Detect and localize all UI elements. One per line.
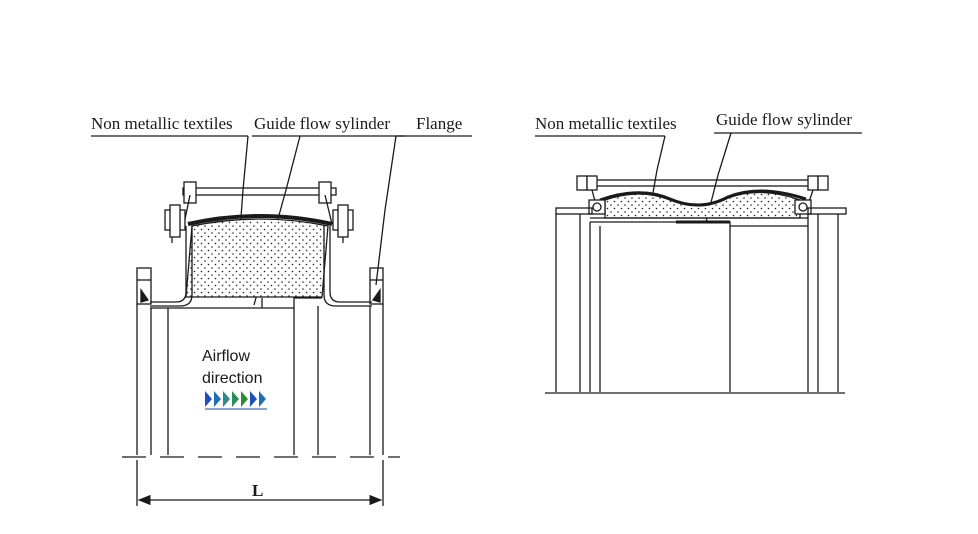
left-joint-diagram: Non metallic textiles Guide flow sylinde… <box>91 114 472 506</box>
flange-plate-right-b <box>807 207 847 215</box>
label-guide-flow-cylinder-left: Guide flow sylinder <box>254 114 390 133</box>
airflow-text-line2: direction <box>202 370 262 387</box>
label-flange-left: Flange <box>416 114 462 133</box>
clamp-right-b <box>794 199 812 215</box>
frame-wall-left-a <box>150 226 187 303</box>
airflow-text-line1: Airflow <box>202 348 250 365</box>
bolt-right-a <box>592 202 602 212</box>
tie-rod-right <box>579 179 825 187</box>
membrane-top-left <box>187 214 333 226</box>
label-non-metallic-textiles-left: Non metallic textiles <box>91 114 233 133</box>
frame-wall-left-b-inner <box>323 226 372 307</box>
right-joint-diagram: Non metallic textiles Guide flow sylinde… <box>535 110 862 394</box>
rod-nut-right-c <box>807 175 819 191</box>
flange-plate-right-a <box>555 207 593 215</box>
rod-nut-right-a <box>576 175 588 191</box>
rod-nut-right-b <box>586 175 598 191</box>
label-non-metallic-textiles-right: Non metallic textiles <box>535 114 677 133</box>
bolt-right-b <box>798 202 808 212</box>
rod-nut-left-b <box>318 181 332 204</box>
tie-rod-left <box>182 187 337 196</box>
clamp-nut-left-b <box>337 204 349 238</box>
rod-nut-right-d <box>817 175 829 191</box>
guide-flow-cylinder-right <box>590 221 808 227</box>
airflow-arrow-icon <box>205 391 267 410</box>
frame-wall-left-a-inner <box>150 226 193 307</box>
flange-left-a <box>136 267 152 305</box>
weld-left-b <box>371 287 381 303</box>
guide-flow-cylinder-left <box>150 297 322 309</box>
leader-flange-left <box>375 135 397 286</box>
clamp-nut-left-a <box>169 204 181 238</box>
clamp-right-a <box>588 199 606 215</box>
membrane-top-right <box>599 189 807 207</box>
label-guide-flow-cylinder-right: Guide flow sylinder <box>716 110 852 129</box>
flange-left-b <box>369 267 384 305</box>
textile-fill-left <box>185 218 329 298</box>
rod-nut-left-a <box>183 181 197 204</box>
dimension-label-L: L <box>252 481 263 500</box>
weld-left-a <box>140 287 150 303</box>
rod-leg-left-b <box>324 194 333 225</box>
frame-wall-left-b <box>329 226 372 303</box>
